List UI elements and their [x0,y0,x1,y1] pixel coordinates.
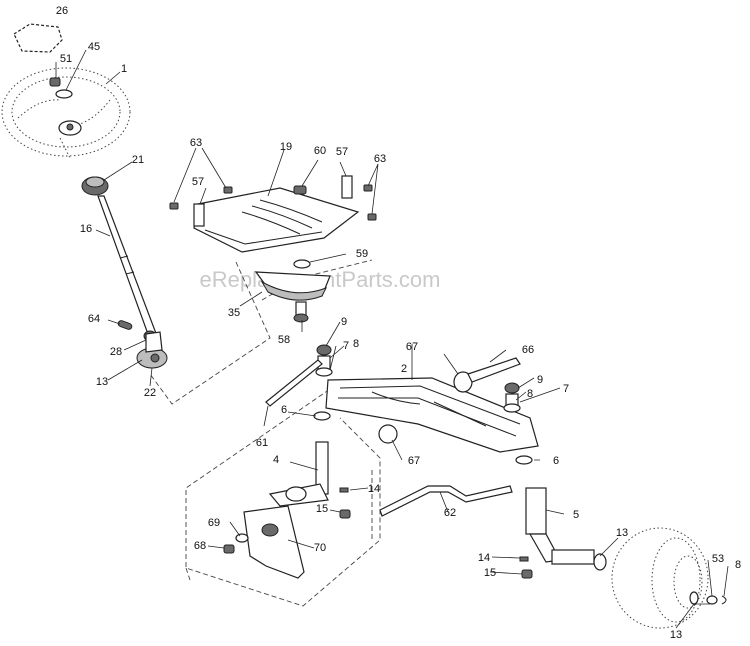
jam-nut-left [339,509,351,519]
part-label-15-left: 15 [316,503,328,515]
part-label-15-right: 15 [484,567,496,579]
wheel-nut [49,77,61,87]
plate-nut [223,544,235,554]
part-label-7-right: 7 [563,383,569,395]
screw-right-b [367,213,377,221]
part-label-1: 1 [121,63,127,75]
sector-bolt [293,301,309,323]
part-label-13-wheel-top: 13 [616,527,628,539]
steering-bracket [193,187,360,253]
part-label-68: 68 [194,540,206,552]
part-label-60: 60 [314,145,326,157]
part-label-66: 66 [522,344,534,356]
part-label-67-top: 67 [406,341,418,353]
axle-bushing-right [503,382,521,413]
part-label-19: 19 [280,141,292,153]
leader-lines [55,49,729,629]
part-label-13-shaft: 13 [96,376,108,388]
part-label-45: 45 [88,41,100,53]
sector-gear [254,271,331,301]
cotter-pin-right [519,556,529,562]
part-label-57-right: 57 [336,146,348,158]
cotter-pin-left [339,487,349,493]
part-label-58: 58 [278,334,290,346]
part-label-14-left: 14 [368,483,380,495]
steering-plate [243,505,305,579]
screw-left-a [169,202,179,210]
screw-left-b [223,186,233,194]
pivot-spacer [378,424,398,444]
part-label-6-right: 6 [553,455,559,467]
part-label-51: 51 [60,53,72,65]
part-label-8-wheel: 8 [735,559,741,571]
tie-rod [379,485,513,517]
spindle-right [525,487,595,565]
steering-wheel [1,67,131,159]
spindle-left [268,441,329,507]
part-label-53: 53 [712,553,724,565]
part-label-35: 35 [228,307,240,319]
part-label-28: 28 [110,346,122,358]
pivot-bolt [453,357,521,393]
assembly-outline-lower [185,384,381,607]
part-label-14-right: 14 [478,552,490,564]
plate-washer [235,533,249,543]
wheel-washer [55,89,73,99]
bracket-nut [293,185,307,195]
part-label-67-bottom: 67 [408,455,420,467]
steering-bushing [81,176,109,196]
part-label-2: 2 [401,363,407,375]
axle-bushing-left [315,344,333,377]
part-label-9-left: 9 [341,316,347,328]
spacer-plate-right [341,175,353,199]
steering-gear [136,330,168,369]
screw-right-a [363,184,373,192]
sector-washer [293,259,311,269]
part-label-8-left: 8 [353,338,359,350]
part-label-26: 26 [56,5,68,17]
part-label-62: 62 [444,507,456,519]
part-label-21: 21 [132,154,144,166]
steering-cap [13,23,63,53]
part-label-64: 64 [88,313,100,325]
part-label-57-left: 57 [192,176,204,188]
part-label-69: 69 [208,517,220,529]
part-label-61: 61 [256,437,268,449]
part-label-8-right: 8 [527,388,533,400]
part-label-5: 5 [573,509,579,521]
part-label-6-left: 6 [281,404,287,416]
part-label-63-left: 63 [190,137,202,149]
axle-washer-left [313,411,331,421]
spring-pin [117,320,133,330]
part-label-70: 70 [314,542,326,554]
part-label-22: 22 [144,387,156,399]
part-label-9-right: 9 [537,374,543,386]
axle-washer-right [515,455,533,465]
part-label-13-wheel-bottom: 13 [670,629,682,641]
front-axle [325,377,539,453]
drag-link [265,359,323,407]
part-label-59: 59 [356,248,368,260]
part-label-16: 16 [80,223,92,235]
part-label-4: 4 [273,454,279,466]
part-label-7-left: 7 [343,340,349,352]
spacer-plate-left [193,203,205,227]
part-label-63-right: 63 [374,153,386,165]
front-wheel [593,527,727,629]
jam-nut-right [521,569,533,579]
